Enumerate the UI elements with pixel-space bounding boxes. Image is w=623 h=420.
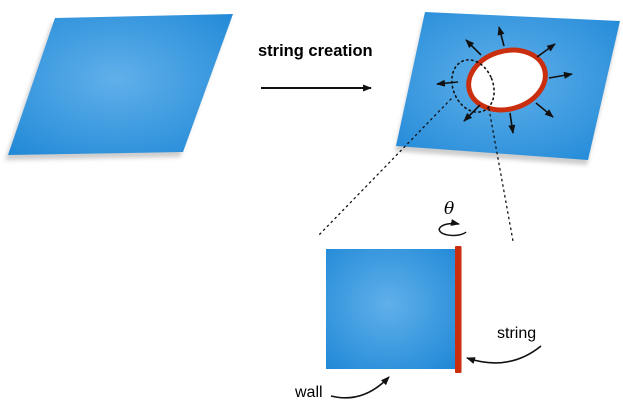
string-segment [455, 246, 462, 373]
expansion-arrow-nw [465, 39, 482, 56]
string-creation-label: string creation [258, 42, 373, 60]
expansion-arrow-se [535, 102, 554, 118]
string-pointer-arrow [466, 345, 542, 364]
hole-ellipse [466, 47, 548, 113]
expansion-arrow-w [436, 79, 459, 87]
expansion-arrow-e [548, 71, 573, 79]
dotted-ellipse [451, 59, 495, 113]
zoom-line-right [488, 108, 514, 242]
string-label: string [497, 325, 536, 342]
expansion-arrow-ne [536, 43, 556, 58]
expansion-arrow-n [497, 26, 505, 47]
wall-label: wall [294, 384, 323, 401]
theta-rotation-arrow [438, 219, 467, 237]
wall-square [326, 249, 456, 369]
zoom-line-left [317, 98, 452, 237]
left-brane [8, 14, 233, 155]
expansion-arrows [436, 26, 573, 134]
expansion-arrow-sw [463, 104, 481, 122]
theta-label: θ [444, 199, 454, 219]
wall-pointer-arrow [330, 376, 390, 399]
expansion-arrow-s [508, 112, 516, 134]
